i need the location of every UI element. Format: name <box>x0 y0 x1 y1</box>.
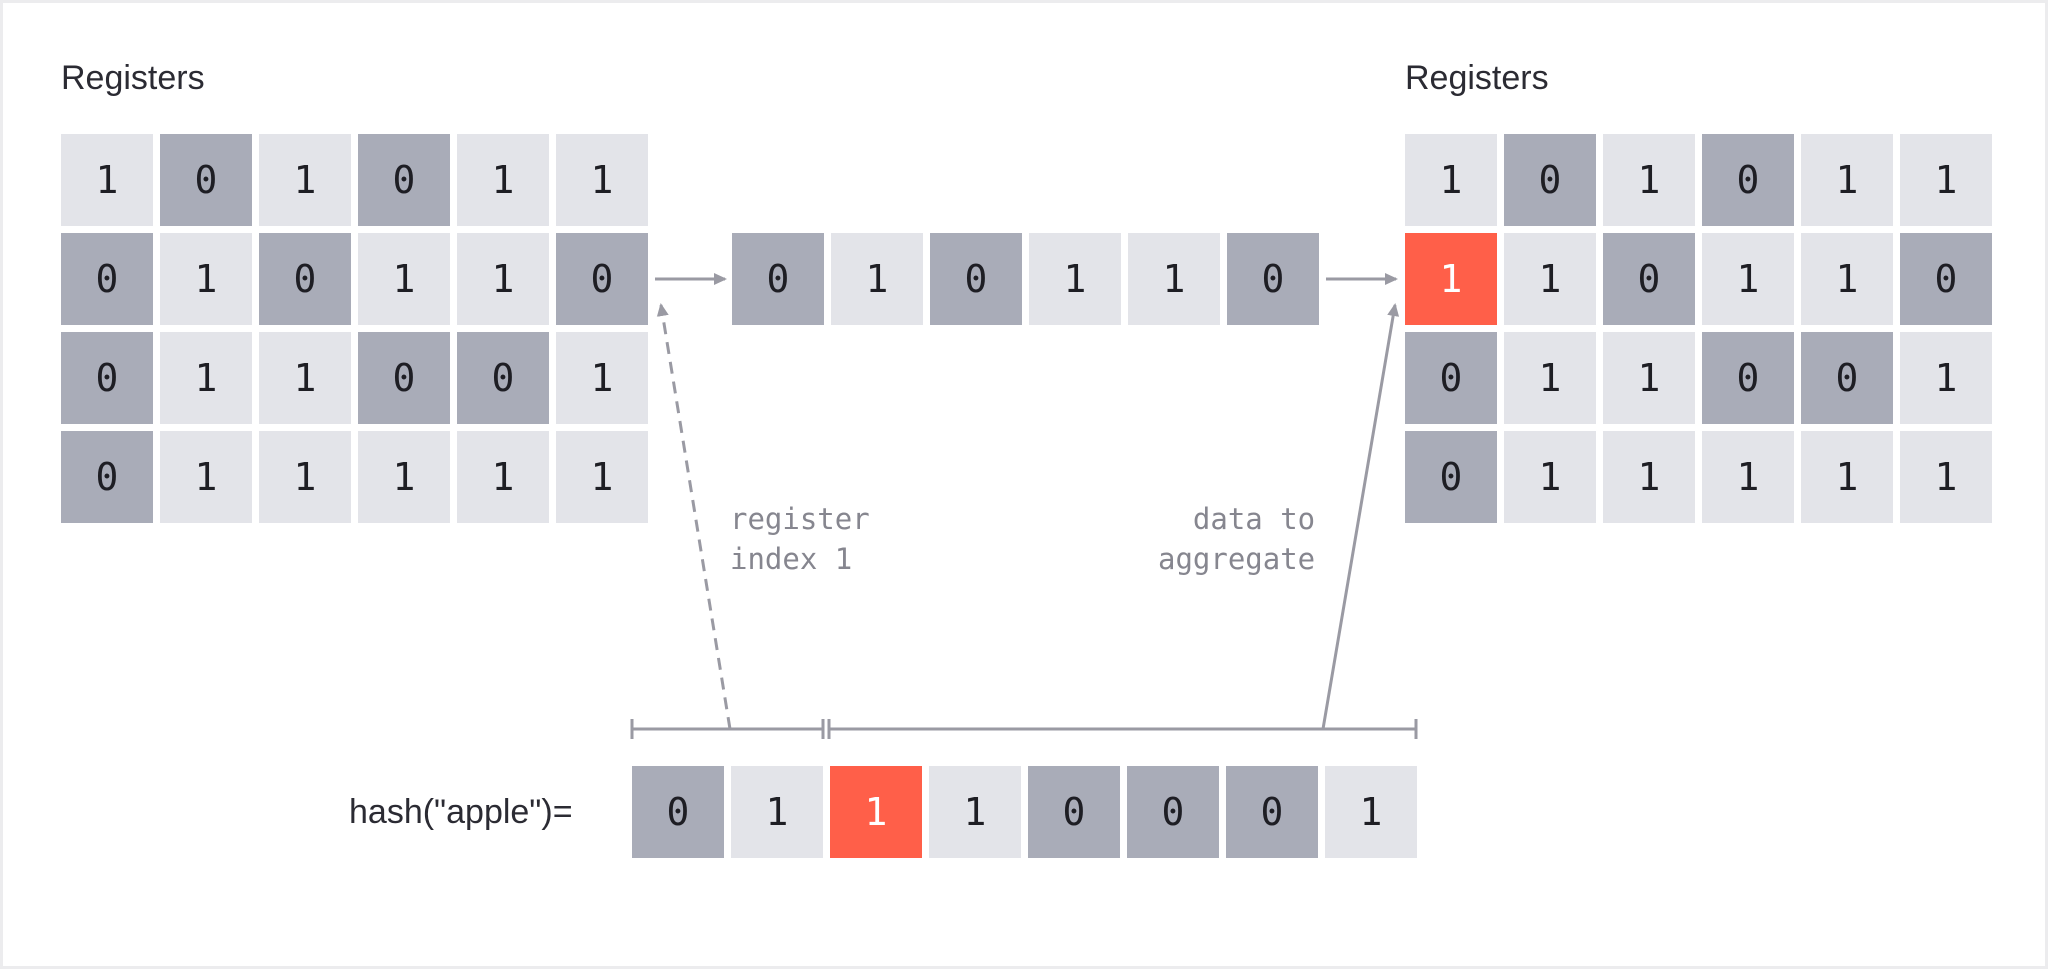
register-cell: 1 <box>160 233 252 325</box>
data-to-aggregate-arrow <box>1321 303 1400 730</box>
register-cell: 1 <box>556 431 648 523</box>
register-cell: 1 <box>1702 431 1794 523</box>
register-cell: 1 <box>358 431 450 523</box>
data-to-aggregate-note: data to aggregate <box>1158 502 1316 576</box>
register-cell: 1 <box>1702 233 1794 325</box>
selected-register-bit: 1 <box>1029 233 1121 325</box>
register-cell: 0 <box>61 233 153 325</box>
register-cell: 1 <box>358 233 450 325</box>
register-cell: 1 <box>556 332 648 424</box>
register-cell: 1 <box>1801 134 1893 226</box>
data-bits-bracket <box>827 719 1418 739</box>
register-cell: 1 <box>1405 134 1497 226</box>
register-cell: 1 <box>1900 332 1992 424</box>
hash-bit: 1 <box>929 766 1021 858</box>
selected-register-bit: 0 <box>1227 233 1319 325</box>
arrows-overlay <box>630 273 1418 739</box>
register-cell: 0 <box>1801 332 1893 424</box>
register-cell: 0 <box>1900 233 1992 325</box>
left-registers-title: Registers <box>61 59 205 97</box>
register-cell: 0 <box>358 332 450 424</box>
register-index-bracket <box>630 719 825 739</box>
register-cell: 1 <box>1900 431 1992 523</box>
register-cell: 1 <box>556 134 648 226</box>
hash-bit: 0 <box>1028 766 1120 858</box>
updated-register-cell: 1 <box>1405 233 1497 325</box>
hash-bit: 1 <box>1325 766 1417 858</box>
register-cell: 1 <box>160 431 252 523</box>
register-index-arrow <box>656 303 732 730</box>
hash-bit: 1 <box>731 766 823 858</box>
register-cell: 1 <box>160 332 252 424</box>
register-cell: 0 <box>1405 332 1497 424</box>
selected-register-bit: 1 <box>1128 233 1220 325</box>
register-cell: 1 <box>61 134 153 226</box>
register-cell: 1 <box>259 134 351 226</box>
register-cell: 1 <box>1801 233 1893 325</box>
register-cell: 0 <box>457 332 549 424</box>
register-cell: 1 <box>1603 134 1695 226</box>
selected-register-bit: 0 <box>930 233 1022 325</box>
register-cell: 1 <box>1801 431 1893 523</box>
hash-bit-highlighted: 1 <box>830 766 922 858</box>
register-cell: 1 <box>259 332 351 424</box>
register-cell: 0 <box>1702 134 1794 226</box>
selected-register-bit: 1 <box>831 233 923 325</box>
register-index-note: register index 1 <box>730 502 870 576</box>
right-registers-title: Registers <box>1405 59 1549 97</box>
register-cell: 0 <box>358 134 450 226</box>
register-cell: 0 <box>556 233 648 325</box>
selected-register-bit: 0 <box>732 233 824 325</box>
register-cell: 0 <box>1603 233 1695 325</box>
hash-bit: 0 <box>1127 766 1219 858</box>
register-cell: 0 <box>160 134 252 226</box>
register-cell: 1 <box>1603 431 1695 523</box>
register-cell: 1 <box>1603 332 1695 424</box>
hash-bit: 0 <box>632 766 724 858</box>
register-cell: 1 <box>1504 431 1596 523</box>
register-cell: 0 <box>1504 134 1596 226</box>
register-cell: 0 <box>1702 332 1794 424</box>
register-cell: 0 <box>61 431 153 523</box>
register-cell: 0 <box>259 233 351 325</box>
register-cell: 1 <box>1504 233 1596 325</box>
register-cell: 1 <box>457 431 549 523</box>
register-cell: 1 <box>1504 332 1596 424</box>
register-cell: 1 <box>457 134 549 226</box>
register-cell: 1 <box>1900 134 1992 226</box>
register-cell: 0 <box>1405 431 1497 523</box>
register-cell: 1 <box>457 233 549 325</box>
hash-label: hash("apple")= <box>349 793 573 831</box>
register-cell: 1 <box>259 431 351 523</box>
hash-bit: 0 <box>1226 766 1318 858</box>
register-cell: 0 <box>61 332 153 424</box>
